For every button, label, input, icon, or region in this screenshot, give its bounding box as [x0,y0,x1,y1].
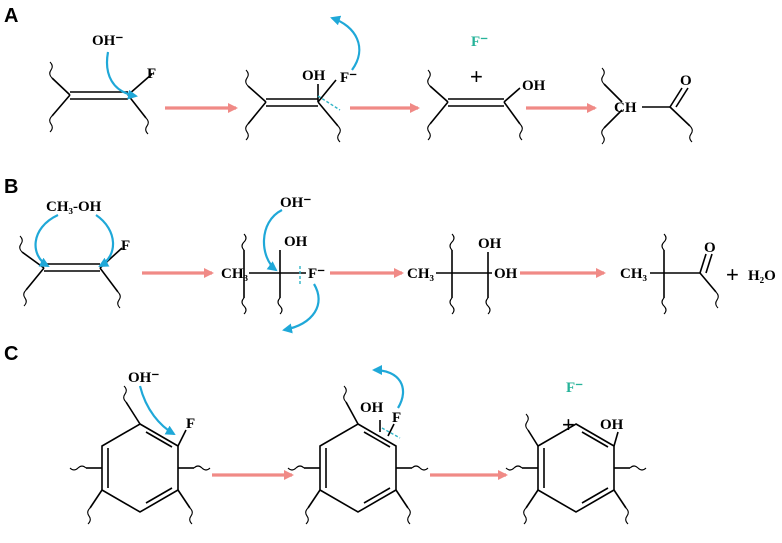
b4-carbonyl: CH₃ O + H₂O [620,233,776,315]
b2-electron-arrow-out [282,283,320,334]
a1-fluorine: F [147,66,156,82]
b2-electron-arrow-in [262,209,283,272]
b2-oh: OH [284,234,308,250]
c1-fluorobenzene: F OH⁻ [69,370,211,525]
b3-ch3: CH₃ [407,266,435,282]
b3-oh-top: OH [478,236,502,252]
b4-carbonyl-o: O [704,240,716,256]
a2-intermediate: OH F⁻ [245,15,361,143]
b-plus: + [726,262,739,287]
c2-fluorine: F [392,410,401,426]
b3-gem-diol: CH₃ OH OH [407,233,518,315]
b1-electron-arrow-right [95,214,115,267]
a2-oh: OH [302,68,326,84]
b2-hydroxide: OH⁻ [280,195,311,211]
b1-fluorine: F [121,238,130,254]
a1-electron-arrow [106,51,138,100]
b1-methanol: CH₃-OH [46,199,102,215]
c3-oh: OH [600,417,624,433]
c1-fluorine: F [186,416,195,432]
a4-carbonyl: CH O [601,67,693,145]
b2-fluoride-leaving: F⁻ [308,266,325,282]
panel-b-label: B [4,176,18,198]
b2-ch3: CH₃ [221,266,249,282]
a3-oh: OH [522,78,546,94]
panel-c-label: C [4,343,18,365]
c2-intermediate: OH F [287,365,429,525]
a3-enol: + OH [427,64,546,141]
c-fluoride-ion: F⁻ [566,380,583,396]
c-plus: + [562,412,575,437]
c2-electron-arrow [372,365,404,409]
c1-hydroxide: OH⁻ [128,370,159,386]
c2-oh: OH [360,400,384,416]
a4-carbonyl-o: O [680,73,692,89]
b3-oh-right: OH [494,266,518,282]
c3-phenol: F⁻ + OH [505,380,647,525]
c1-electron-arrow [138,385,176,435]
b-water: H₂O [748,268,776,284]
a2-fluoride-leaving: F⁻ [340,70,357,86]
panel-a: A F OH⁻ O [4,5,693,145]
panel-a-label: A [4,5,18,27]
b1-electron-arrow-left [34,214,59,267]
a2-electron-arrow [330,15,361,71]
panel-c: C F OH⁻ [4,343,647,525]
panel-b: B CH₃-OH F CH₃ [4,176,776,334]
b4-ch3: CH₃ [620,266,648,282]
a1-vinyl-fluoride: F OH⁻ [49,33,156,135]
b2-intermediate: CH₃ OH F⁻ OH⁻ [221,195,325,334]
a1-hydroxide: OH⁻ [92,33,123,49]
b1-vinyl-fluoride: CH₃-OH F [19,199,130,309]
a-plus: + [470,64,483,89]
a-fluoride-ion: F⁻ [471,34,488,50]
a4-ch: CH [614,100,637,116]
